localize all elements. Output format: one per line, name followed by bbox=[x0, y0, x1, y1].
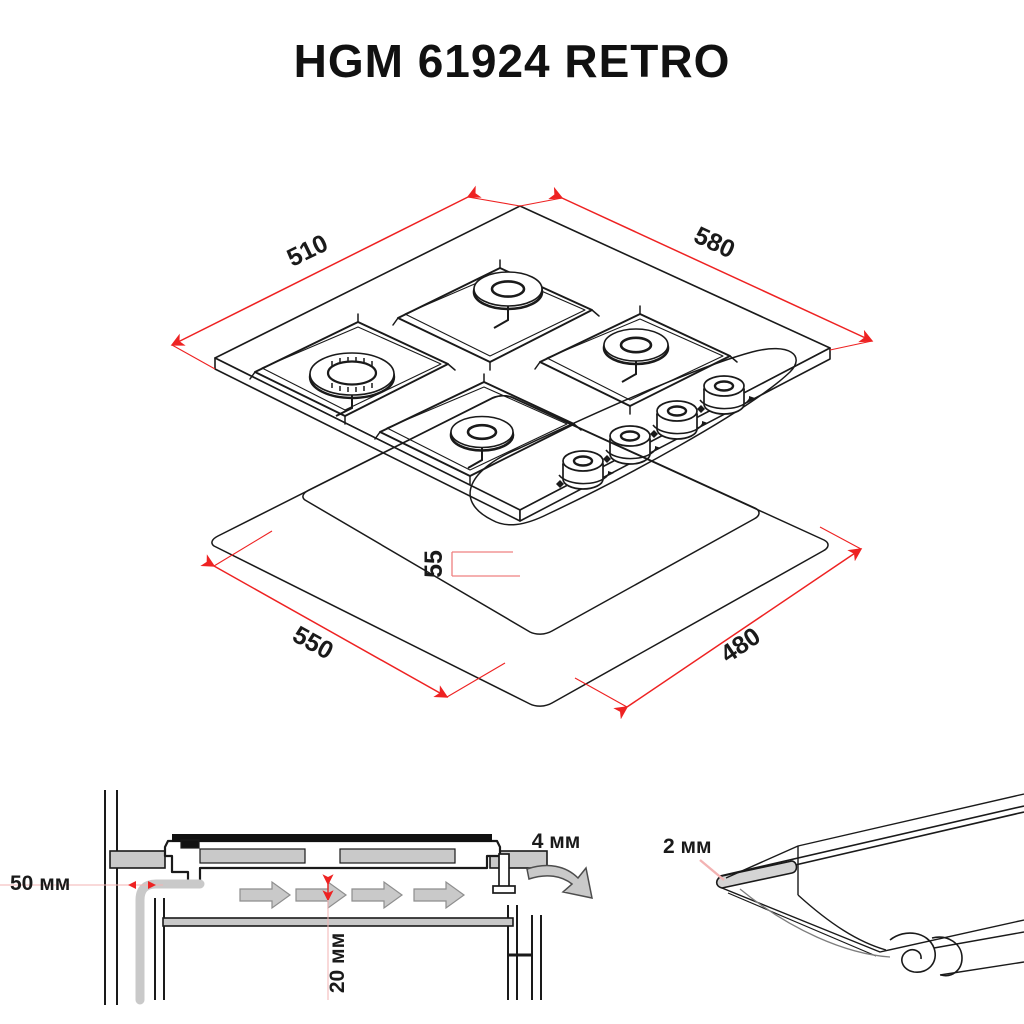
main-dimension-lines bbox=[170, 185, 874, 720]
burner-cap-front-center bbox=[449, 415, 515, 469]
control-panel-oval bbox=[469, 347, 797, 526]
countertop-cutout-template bbox=[211, 395, 829, 707]
page-title: HGM 61924 RETRO bbox=[293, 35, 731, 87]
section-label-50mm: 50 мм bbox=[10, 872, 70, 895]
control-knobs[interactable] bbox=[556, 375, 755, 490]
front-gap-arrow bbox=[526, 864, 593, 899]
mounting-bracket bbox=[492, 853, 516, 894]
airflow-arrows bbox=[239, 880, 466, 910]
dim-label-480: 480 bbox=[715, 622, 765, 669]
dim-label-55: 55 bbox=[420, 550, 448, 578]
dim-label-510: 510 bbox=[283, 229, 333, 272]
seal-leader-line bbox=[699, 859, 725, 881]
dim-label-550: 550 bbox=[288, 621, 338, 666]
burner-cap-rear-center bbox=[472, 271, 544, 329]
burner-cap-wok bbox=[308, 352, 396, 417]
section-dimension-lines bbox=[0, 874, 334, 1000]
control-knob-2 bbox=[650, 400, 708, 440]
burner-caps bbox=[308, 271, 670, 469]
section-label-4mm: 4 мм bbox=[532, 830, 581, 853]
detail-label-2mm: 2 мм bbox=[663, 835, 712, 858]
dim-label-580: 580 bbox=[690, 221, 740, 264]
side-section-group: 50 мм 20 мм 4 мм bbox=[0, 790, 593, 1005]
hob-internal-trays bbox=[180, 839, 456, 864]
control-knob-1 bbox=[697, 375, 755, 415]
air-intake-duct bbox=[135, 879, 205, 1005]
base-shelf bbox=[162, 917, 514, 927]
control-knob-4 bbox=[556, 450, 614, 490]
hob-glass-edge bbox=[172, 834, 492, 842]
edge-seal-detail-group: 2 мм bbox=[663, 793, 1024, 977]
section-label-20mm: 20 мм bbox=[326, 933, 349, 993]
